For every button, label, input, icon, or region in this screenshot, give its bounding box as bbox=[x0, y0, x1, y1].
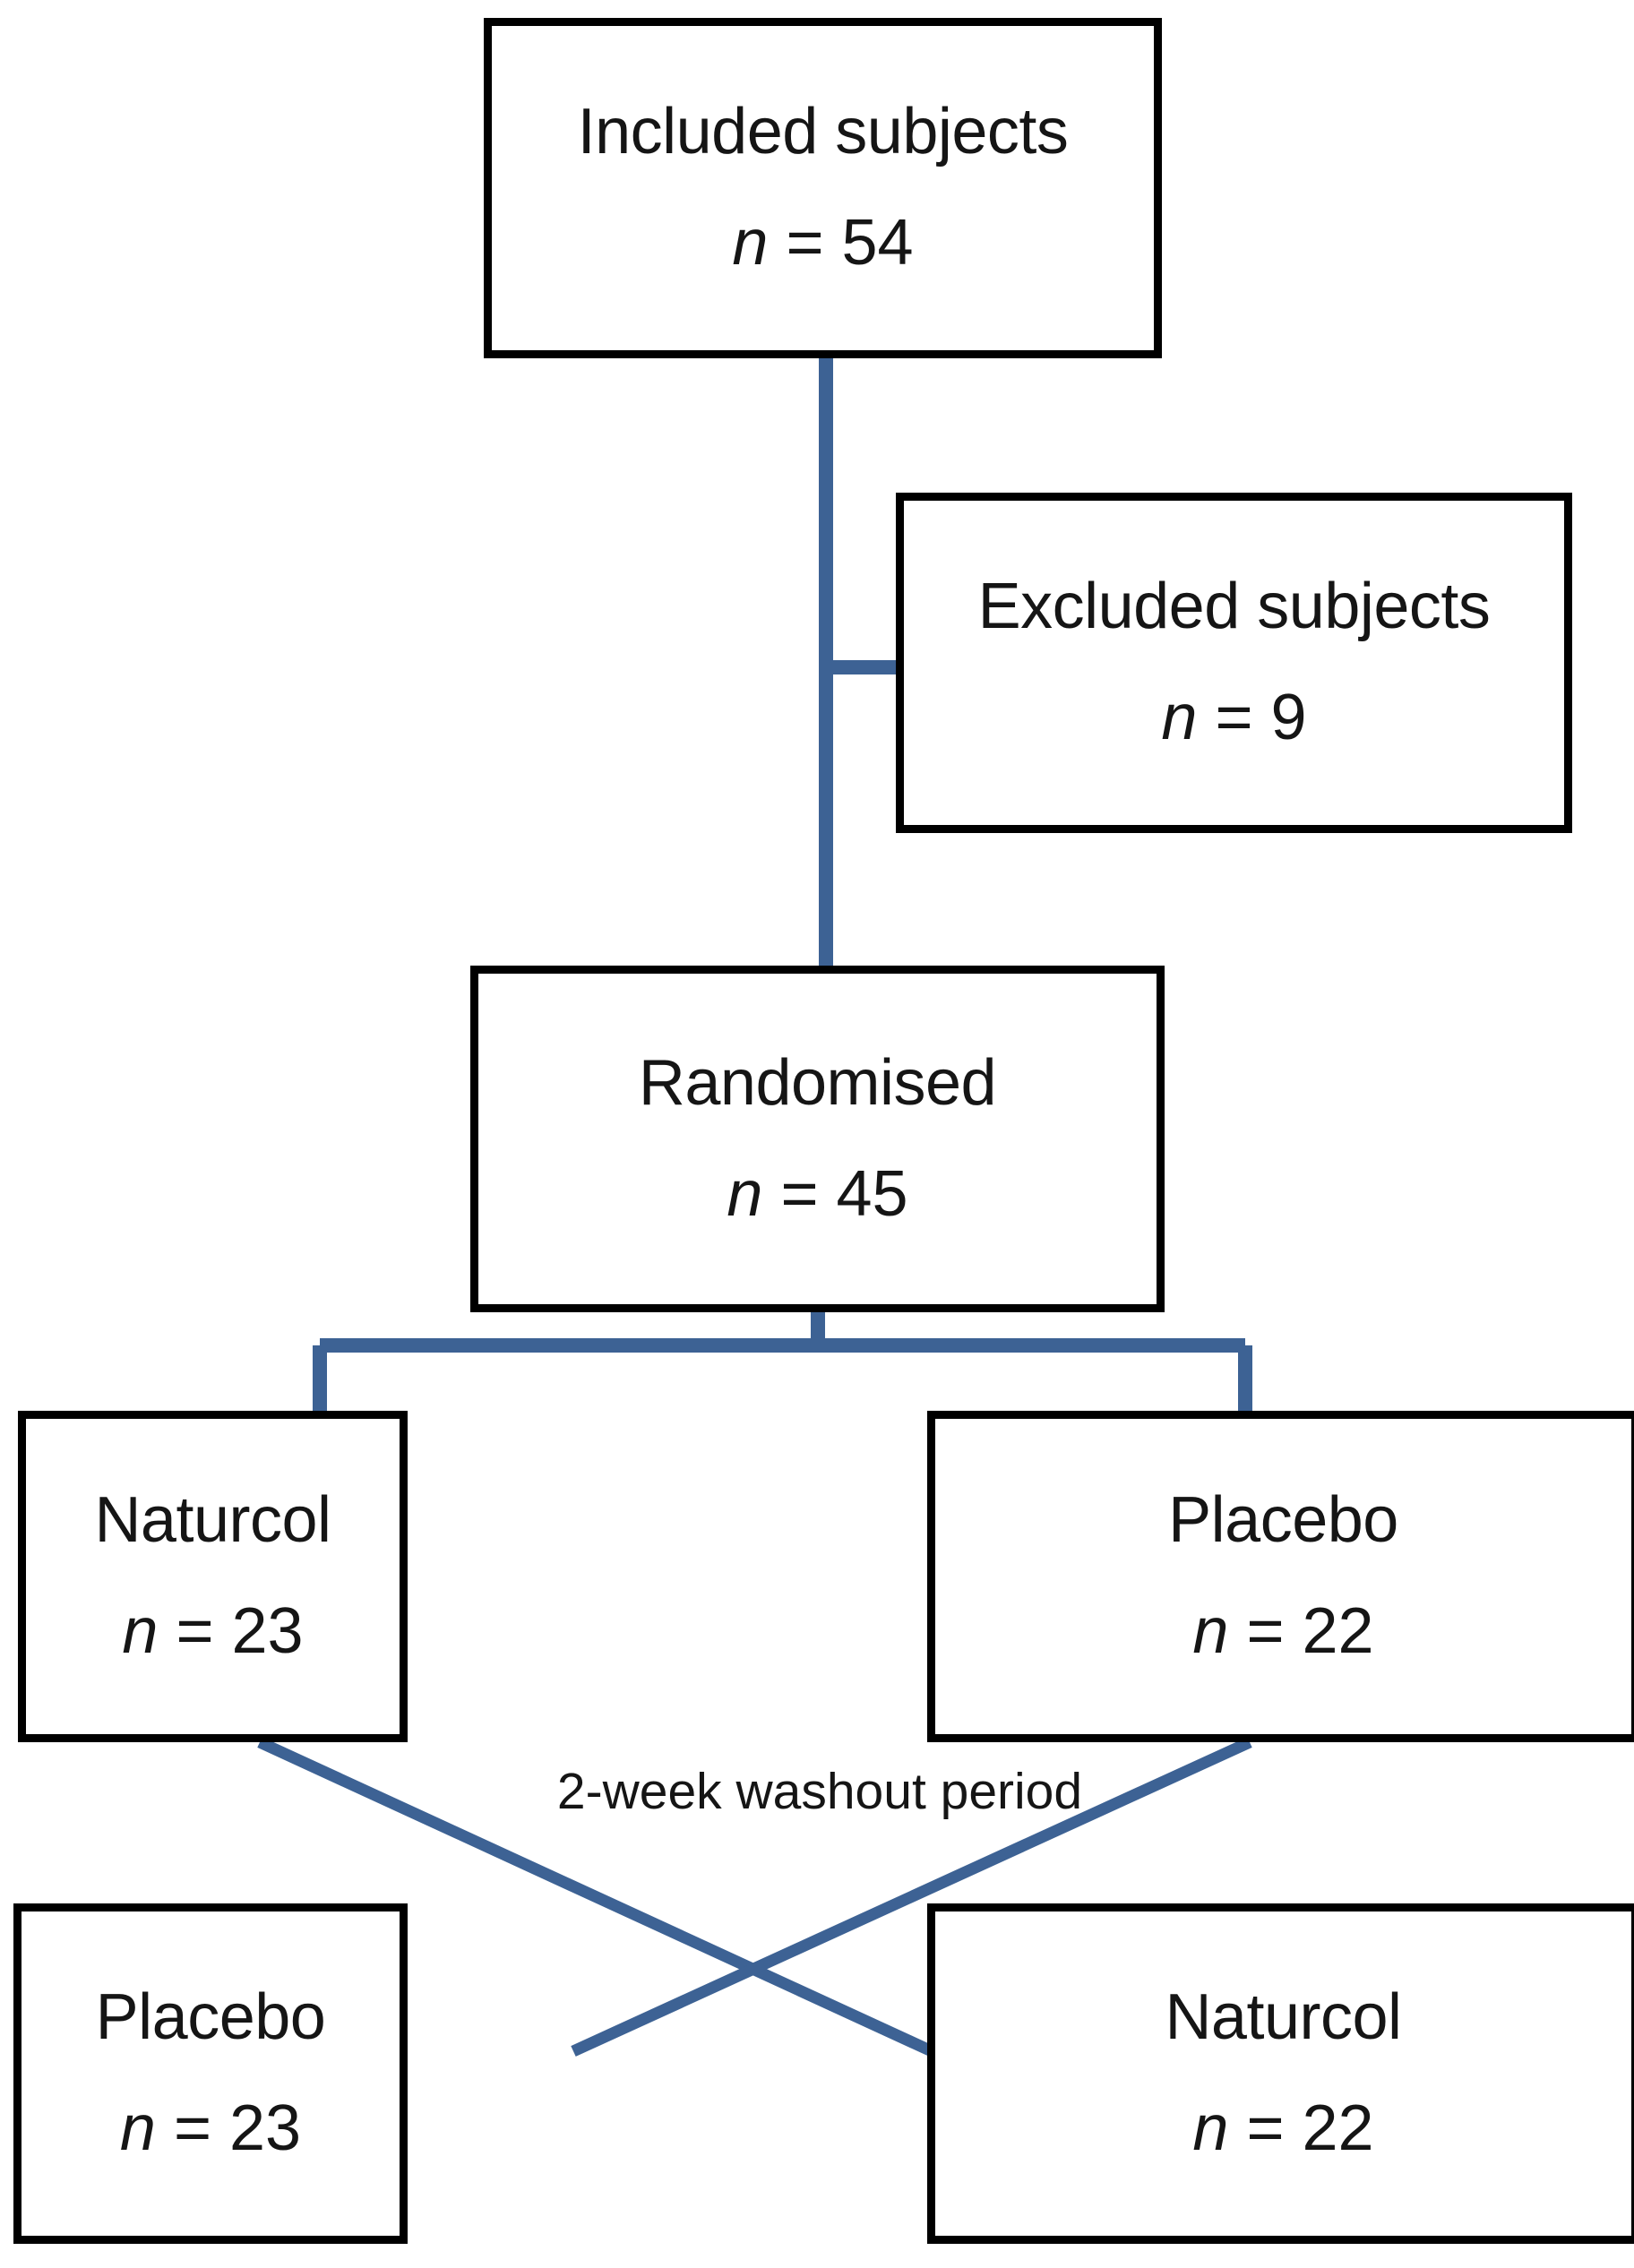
node-period2-naturcol-label: Naturcol bbox=[1165, 1981, 1402, 2054]
node-period1-placebo-count: n = 22 bbox=[1192, 1595, 1374, 1667]
node-randomised-label: Randomised bbox=[638, 1046, 997, 1119]
n-symbol: n bbox=[727, 1157, 763, 1230]
node-period1-naturcol: Naturcol n = 23 bbox=[18, 1411, 408, 1742]
n-value: 54 bbox=[841, 207, 914, 279]
n-symbol: n bbox=[119, 2092, 156, 2164]
washout-period-label: 2-week washout period bbox=[556, 1763, 1083, 1820]
node-included-subjects-label: Included subjects bbox=[577, 96, 1069, 168]
n-symbol: n bbox=[122, 1595, 159, 1667]
node-randomised: Randomised n = 45 bbox=[470, 966, 1165, 1312]
node-period1-naturcol-count: n = 23 bbox=[122, 1595, 304, 1667]
n-symbol: n bbox=[1192, 2092, 1229, 2164]
node-period2-placebo-count: n = 23 bbox=[119, 2092, 302, 2164]
node-period2-naturcol: Naturcol n = 22 bbox=[927, 1903, 1634, 2244]
n-value: 45 bbox=[836, 1157, 908, 1230]
node-included-subjects-count: n = 54 bbox=[732, 207, 914, 279]
n-symbol: n bbox=[1192, 1595, 1229, 1667]
node-period1-placebo: Placebo n = 22 bbox=[927, 1411, 1634, 1742]
n-value: 23 bbox=[231, 1595, 304, 1667]
node-excluded-subjects: Excluded subjects n = 9 bbox=[896, 493, 1572, 833]
node-period1-naturcol-label: Naturcol bbox=[94, 1484, 331, 1557]
node-excluded-subjects-count: n = 9 bbox=[1161, 682, 1307, 753]
node-included-subjects: Included subjects n = 54 bbox=[484, 18, 1162, 358]
node-excluded-subjects-label: Excluded subjects bbox=[977, 571, 1491, 643]
node-period2-naturcol-count: n = 22 bbox=[1192, 2092, 1374, 2164]
node-period2-placebo-label: Placebo bbox=[95, 1981, 326, 2054]
n-symbol: n bbox=[732, 207, 769, 279]
n-value: 23 bbox=[229, 2092, 302, 2164]
node-period2-placebo: Placebo n = 23 bbox=[13, 1903, 408, 2244]
node-period1-placebo-label: Placebo bbox=[1168, 1484, 1398, 1557]
n-value: 22 bbox=[1302, 2092, 1374, 2164]
node-randomised-count: n = 45 bbox=[727, 1157, 908, 1230]
n-value: 9 bbox=[1270, 682, 1307, 753]
n-symbol: n bbox=[1161, 682, 1198, 753]
n-value: 22 bbox=[1302, 1595, 1374, 1667]
